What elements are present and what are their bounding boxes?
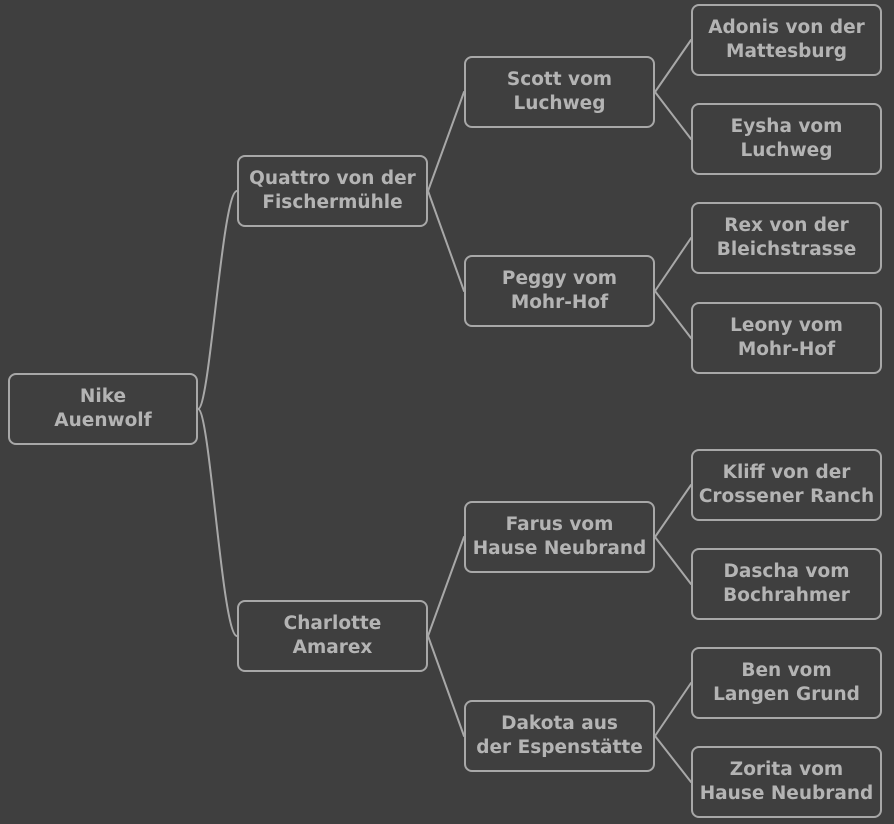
node-name-line2: Hause Neubrand	[699, 783, 874, 804]
node-name-line2: der Espenstätte	[476, 737, 643, 758]
connector-ss-ssd	[654, 91, 692, 140]
node-name-line2: Langen Grund	[713, 684, 860, 705]
node-name-line2: Auenwolf	[54, 410, 152, 431]
node-name-line2: Bochrahmer	[723, 585, 850, 606]
node-name-line1: Eysha vom	[730, 116, 843, 137]
node-name-line1: Farus vom	[505, 514, 614, 535]
pedigree-node-dam-dam-dam: Zorita vom Hause Neubrand	[691, 746, 882, 818]
connector-root-dam	[197, 408, 238, 637]
connector-ds-dsd	[654, 536, 692, 585]
node-name-line1: Zorita vom	[729, 759, 844, 780]
node-name-line2: Bleichstrasse	[716, 239, 857, 260]
node-name-line2: Luchweg	[513, 93, 606, 114]
connector-dam-dd	[427, 635, 465, 737]
pedigree-node-sire-sire-sire: Adonis von der Mattesburg	[691, 4, 882, 76]
node-name-line2: Mohr-Hof	[510, 292, 609, 313]
pedigree-node-sire-dam-sire: Rex von der Bleichstrasse	[691, 202, 882, 274]
pedigree-node-dam-sire-sire: Kliff von der Crossener Ranch	[691, 449, 882, 521]
node-name-line2: Mattesburg	[726, 41, 847, 62]
pedigree-node-dam: Charlotte Amarex	[237, 600, 428, 672]
connector-ss-sss	[654, 39, 692, 93]
node-name-line1: Scott vom	[506, 69, 613, 90]
node-name-line1: Leony vom	[730, 315, 843, 336]
node-name-line1: Rex von der	[724, 215, 849, 236]
pedigree-node-nike-auenwolf: Nike Auenwolf	[8, 373, 198, 445]
connector-sd-sdd	[654, 290, 692, 339]
pedigree-node-dam-dam: Dakota aus der Espenstätte	[464, 700, 655, 772]
connector-dd-ddd	[654, 735, 692, 783]
node-name-line1: Peggy vom	[501, 268, 618, 289]
pedigree-node-sire-dam-dam: Leony vom Mohr-Hof	[691, 302, 882, 374]
pedigree-node-sire-sire: Scott vom Luchweg	[464, 56, 655, 128]
connector-sire-ss	[427, 91, 465, 192]
pedigree-node-sire-sire-dam: Eysha vom Luchweg	[691, 103, 882, 175]
node-name-line1: Nike	[79, 386, 127, 407]
connector-sire-sd	[427, 190, 465, 292]
pedigree-node-dam-sire: Farus vom Hause Neubrand	[464, 501, 655, 573]
pedigree-node-sire-dam: Peggy vom Mohr-Hof	[464, 255, 655, 327]
node-name-line2: Crossener Ranch	[698, 486, 875, 507]
pedigree-node-dam-dam-sire: Ben vom Langen Grund	[691, 647, 882, 719]
node-name-line2: Amarex	[292, 637, 373, 658]
node-name-line1: Ben vom	[741, 660, 832, 681]
node-name-line1: Dascha vom	[723, 561, 850, 582]
connector-ds-dss	[654, 484, 692, 538]
pedigree-node-dam-sire-dam: Dascha vom Bochrahmer	[691, 548, 882, 620]
connector-sd-sds	[654, 237, 692, 292]
node-name-line2: Hause Neubrand	[472, 538, 647, 559]
node-name-line1: Kliff von der	[722, 462, 851, 483]
connector-dd-dds	[654, 682, 692, 737]
connector-root-sire	[197, 190, 238, 410]
node-name-line2: Luchweg	[740, 140, 833, 161]
node-name-line1: Dakota aus	[501, 713, 618, 734]
connector-dam-ds	[427, 536, 465, 637]
pedigree-node-sire: Quattro von der Fischermühle	[237, 155, 428, 227]
node-name-line1: Charlotte	[283, 613, 382, 634]
node-name-line2: Fischermühle	[262, 192, 403, 213]
node-name-line1: Adonis von der	[708, 17, 865, 38]
node-name-line1: Quattro von der	[249, 168, 416, 189]
node-name-line2: Mohr-Hof	[737, 339, 836, 360]
